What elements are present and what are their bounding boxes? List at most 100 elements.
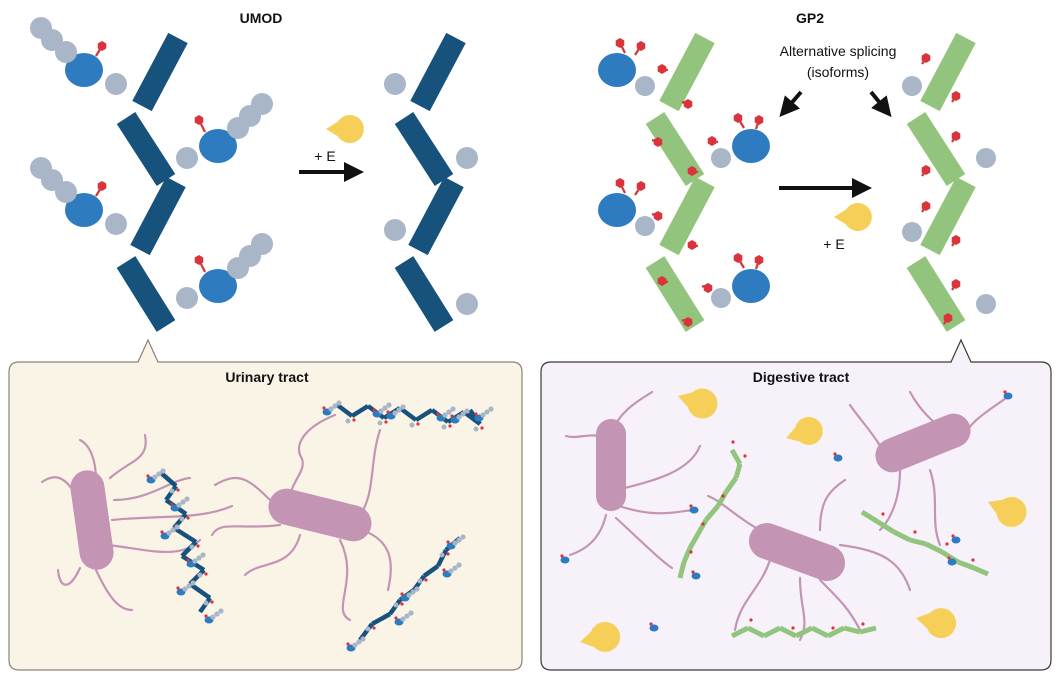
- grey-bead: [192, 558, 198, 564]
- grey-bead: [456, 562, 462, 568]
- grey-bead: [456, 537, 462, 543]
- backbone-segment: [116, 112, 176, 186]
- rod-bacterium-icon: [875, 413, 971, 473]
- glycan-hexagon-icon: [615, 178, 625, 188]
- backbone-segment: [116, 256, 176, 332]
- grey-bead: [473, 426, 479, 432]
- glycan-hexagon-icon: [689, 504, 693, 508]
- glycan-hexagon-icon: [97, 41, 107, 51]
- backbone-segment: [957, 559, 975, 571]
- backbone-segment: [645, 256, 705, 332]
- blue-domain: [951, 536, 961, 544]
- glycan-hexagon-icon: [703, 283, 713, 293]
- grey-bead: [328, 406, 334, 412]
- backbone-segment: [826, 625, 846, 639]
- glycan-hexagon-icon: [945, 542, 949, 546]
- backbone-segment: [860, 509, 880, 525]
- glycan-hexagon-icon: [653, 137, 663, 147]
- glycan-hexagon-icon: [687, 240, 697, 250]
- backbone-segment: [695, 518, 709, 536]
- backbone-segment: [704, 504, 720, 522]
- backbone-segment: [794, 625, 814, 639]
- flagellum: [568, 513, 608, 557]
- grey-bead: [218, 608, 224, 614]
- grey-bead: [365, 626, 371, 632]
- grey-bead: [336, 400, 342, 406]
- blue-domain: [833, 454, 843, 462]
- blue-domain: [689, 506, 699, 514]
- grey-bead: [345, 418, 351, 424]
- umod-cleavage-arrow: + E: [299, 115, 364, 182]
- backbone-segment: [906, 112, 966, 186]
- grey-bead: [251, 93, 273, 115]
- grey-bead: [203, 600, 209, 606]
- grey-bead: [332, 403, 338, 409]
- grey-bead: [976, 294, 996, 314]
- grey-bead: [197, 572, 203, 578]
- backbone-segment: [729, 448, 743, 466]
- grey-bead: [410, 589, 416, 595]
- glycan-hexagon-icon: [446, 540, 450, 544]
- glycan-hexagon-icon: [649, 622, 653, 626]
- glycan-hexagon-icon: [194, 115, 204, 125]
- digestive-tract-scene: [560, 388, 1027, 652]
- glycan-hexagon-icon: [831, 626, 835, 630]
- backbone-segment: [132, 32, 188, 112]
- grey-bead: [30, 17, 52, 39]
- glycan-hexagon-icon: [731, 440, 735, 444]
- glycan-hexagon-icon: [707, 136, 717, 146]
- backbone-segment: [370, 612, 392, 626]
- glycan-hexagon-icon: [204, 614, 208, 618]
- grey-bead: [384, 219, 406, 241]
- flagellum: [614, 444, 702, 492]
- grey-bead: [105, 213, 127, 235]
- glycan-hexagon-icon: [352, 418, 356, 422]
- glycan-hexagon-icon: [951, 91, 961, 101]
- rod-bacterium-icon: [268, 488, 372, 542]
- enzyme-pacman-icon: [786, 416, 823, 445]
- glycan-hexagon-icon: [657, 276, 667, 286]
- glycan-hexagon-icon: [951, 279, 961, 289]
- glycan-hexagon-icon: [196, 544, 200, 548]
- glycan-hexagon-icon: [450, 414, 454, 418]
- glycan-hexagon-icon: [394, 616, 398, 620]
- glycan-hexagon-icon: [701, 522, 705, 526]
- glycan-hexagon-icon: [943, 313, 953, 323]
- glycan-hexagon-icon: [921, 53, 931, 63]
- alt-splicing-line1: Alternative splicing: [780, 43, 897, 59]
- glycan-hexagon-icon: [474, 412, 478, 416]
- grey-bead: [976, 148, 996, 168]
- backbone-segment: [410, 32, 466, 112]
- grey-bead: [488, 406, 494, 412]
- grey-bead: [441, 424, 447, 430]
- glycan-hexagon-icon: [754, 115, 764, 125]
- grey-bead: [170, 527, 176, 533]
- grey-bead: [200, 552, 206, 558]
- backbone-segment: [924, 541, 944, 555]
- grey-bead: [105, 73, 127, 95]
- enzyme-pacman-icon: [834, 203, 872, 231]
- backbone-segment: [414, 408, 434, 422]
- glycan-hexagon-icon: [372, 408, 376, 412]
- glycan-hexagon-icon: [210, 600, 214, 604]
- backbone-segment: [394, 256, 454, 332]
- grey-bead: [404, 613, 410, 619]
- grey-bead: [352, 642, 358, 648]
- glycan-hexagon-icon: [653, 211, 663, 221]
- glycan-hexagon-icon: [861, 622, 865, 626]
- glycan-hexagon-icon: [636, 181, 646, 191]
- gp2-arrow-label: + E: [823, 236, 844, 252]
- grey-bead: [902, 222, 922, 242]
- glycan-hexagon-icon: [921, 201, 931, 211]
- glycan-hexagon-icon: [160, 530, 164, 534]
- glycan-hexagon-icon: [372, 626, 376, 630]
- grey-bead: [635, 76, 655, 96]
- grey-bead: [414, 586, 420, 592]
- grey-bead: [452, 565, 458, 571]
- blue-domain: [649, 624, 659, 632]
- backbone-segment: [677, 561, 687, 579]
- glycan-hexagon-icon: [921, 165, 931, 175]
- glycan-hexagon-icon: [636, 41, 646, 51]
- glycan-hexagon-icon: [733, 113, 743, 123]
- enzyme-pacman-icon: [678, 388, 718, 419]
